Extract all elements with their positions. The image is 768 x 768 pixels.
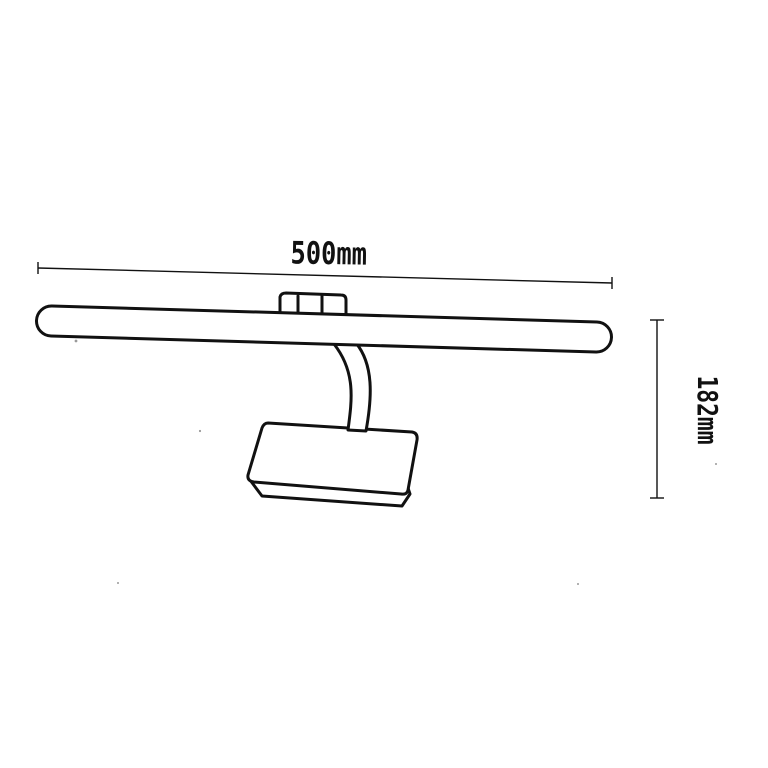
speck [74,339,78,343]
width-dimension-line [37,267,613,284]
lamp-outline [35,291,613,508]
lamp-light-bar [35,304,613,354]
speck [198,429,202,433]
speck [715,463,717,465]
scan-specks [74,339,717,585]
speck [117,582,119,584]
lamp-base-plate [246,421,419,496]
lamp-arm [332,341,372,433]
height-dimension [650,319,664,499]
width-dimension-label: 500mm [290,235,367,272]
speck [577,583,579,585]
width-dimension [37,262,613,289]
height-dimension-label: 182mm [690,375,723,444]
